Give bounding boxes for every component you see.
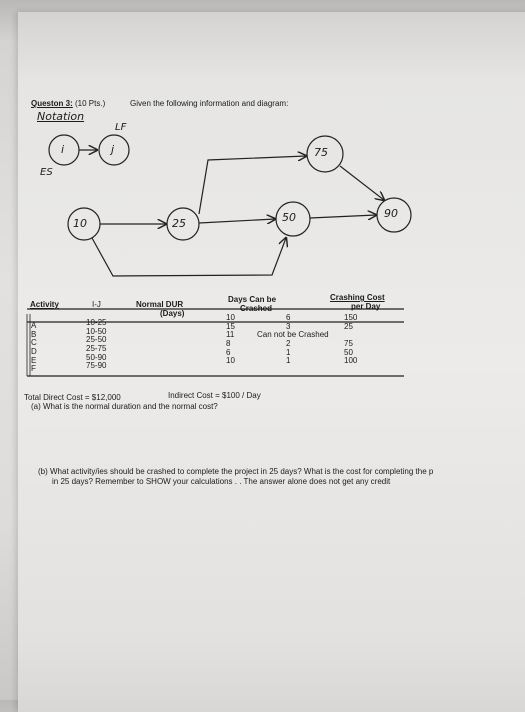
column-days-can: 6 3 Can not be Crashed 2 1 1 (257, 313, 329, 366)
table-row: 25-75 (86, 344, 107, 354)
notation-lf: LF (115, 122, 127, 133)
question-label: Queston 3: (31, 99, 73, 108)
notation-node-i-label: i (61, 143, 65, 156)
table-row: 25-50 (86, 335, 107, 345)
table-row: 15 (226, 321, 235, 331)
header-days-can: Days Can be (228, 295, 277, 304)
direct-cost: Total Direct Cost = $12,000 (24, 393, 121, 402)
arrow-75-90 (339, 165, 384, 200)
table-row: 100 (344, 356, 358, 366)
table-row: 1 (286, 347, 291, 357)
table-row: 2 (286, 339, 291, 349)
table-row: 8 (226, 339, 231, 349)
header-per-day: per Day (351, 302, 381, 311)
arrow-10-50 (91, 238, 286, 277)
table-row: D (31, 347, 37, 357)
header-activity: Activity (30, 300, 59, 309)
table-row: B (31, 329, 37, 339)
column-cost: 150 25 75 50 100 (344, 313, 358, 366)
table-row: E (31, 355, 37, 365)
arrow-25-50 (198, 219, 275, 223)
part-a-question: (a) What is the normal duration and the … (31, 402, 218, 411)
arrow-50-90 (309, 215, 376, 218)
table-row: 50-90 (86, 352, 107, 362)
table-row: 1 (286, 356, 291, 366)
table-row: 10 (226, 356, 235, 366)
header-normal-dur: Normal DUR (136, 300, 184, 309)
table-row: 75 (344, 339, 353, 349)
table-row: 50 (344, 347, 353, 357)
notation-node-j (98, 134, 130, 166)
part-b-line-1: (b) What activity/ies should be crashed … (38, 467, 434, 476)
table-row: 3 (286, 321, 291, 331)
table-row: 75-90 (86, 361, 107, 371)
indirect-cost: Indirect Cost = $100 / Day (168, 391, 261, 400)
header-crashed: Crashed (240, 304, 273, 313)
header-crashing-cost: Crashing Cost (330, 293, 385, 302)
notation-es: ES (40, 167, 53, 178)
table-row: C (31, 338, 37, 348)
column-ij: 10-25 10-50 25-50 25-75 50-90 75-90 (86, 318, 107, 371)
question-header: Queston 3: (10 Pts.) (31, 99, 105, 108)
column-activity: A B C D E F (31, 321, 37, 374)
table-row: Can not be Crashed (257, 330, 329, 340)
table-row: 6 (286, 313, 291, 322)
table-row: A (31, 321, 37, 330)
table-row: F (31, 364, 36, 374)
table-row: 10-25 (86, 318, 107, 327)
node-25-label: 25 (172, 217, 186, 230)
table-row: 150 (344, 313, 358, 322)
table-row: 10 (226, 313, 235, 322)
table-row: 11 (226, 330, 235, 340)
table-row: 6 (226, 347, 231, 357)
question-intro: Given the following information and diag… (130, 99, 289, 108)
node-75-label: 75 (314, 146, 328, 159)
header-normal-days: (Days) (160, 309, 185, 318)
arrow-25-75 (198, 156, 306, 215)
node-50-label: 50 (282, 211, 296, 224)
notation-node-j-label: j (111, 143, 115, 156)
question-points: (10 Pts.) (75, 99, 106, 108)
table-row: 10-50 (86, 326, 107, 336)
header-ij: I-J (92, 300, 101, 309)
node-90-label: 90 (384, 207, 398, 220)
column-normal: 10 15 11 8 6 10 (226, 313, 235, 366)
part-b-line-2: in 25 days? Remember to SHOW your calcul… (52, 477, 391, 486)
node-10-label: 10 (73, 217, 87, 230)
table-row: 25 (344, 321, 353, 331)
worksheet-page (18, 12, 525, 712)
notation-title: Notation (37, 110, 85, 123)
